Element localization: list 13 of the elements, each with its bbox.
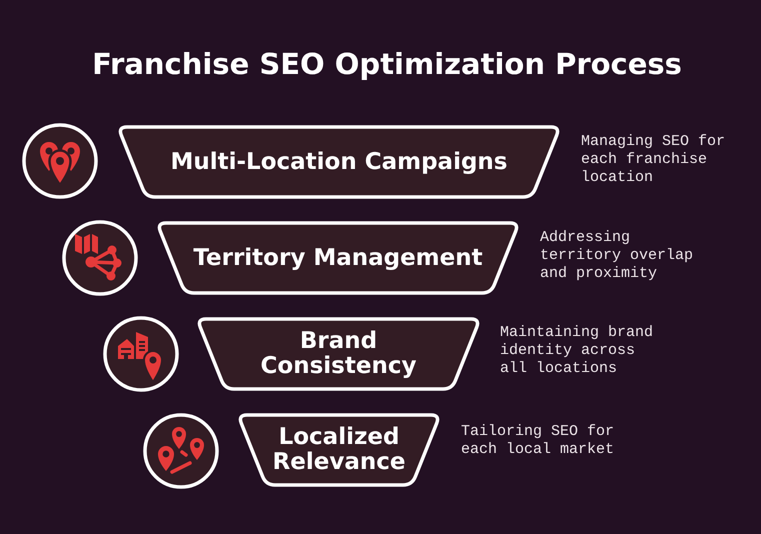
step-description: Addressing territory overlap and proximity (540, 229, 694, 283)
step-description: Managing SEO for each franchise location (581, 133, 726, 187)
step-title: Multi-Location Campaigns (169, 150, 508, 174)
trapezoid-box (116, 125, 562, 199)
step-title: Territory Management (192, 246, 484, 270)
diagram-title: Franchise SEO Optimization Process (92, 46, 682, 82)
trapezoid-box (195, 317, 482, 391)
trapezoid-box (236, 413, 442, 487)
step-description: Tailoring SEO for each local market (461, 423, 616, 459)
step-title: Brand Consistency (260, 329, 418, 379)
trapezoid-box (155, 221, 521, 295)
step-title: Localized Relevance (272, 425, 406, 475)
step-description: Maintaining brand identity across all locations (500, 324, 654, 378)
